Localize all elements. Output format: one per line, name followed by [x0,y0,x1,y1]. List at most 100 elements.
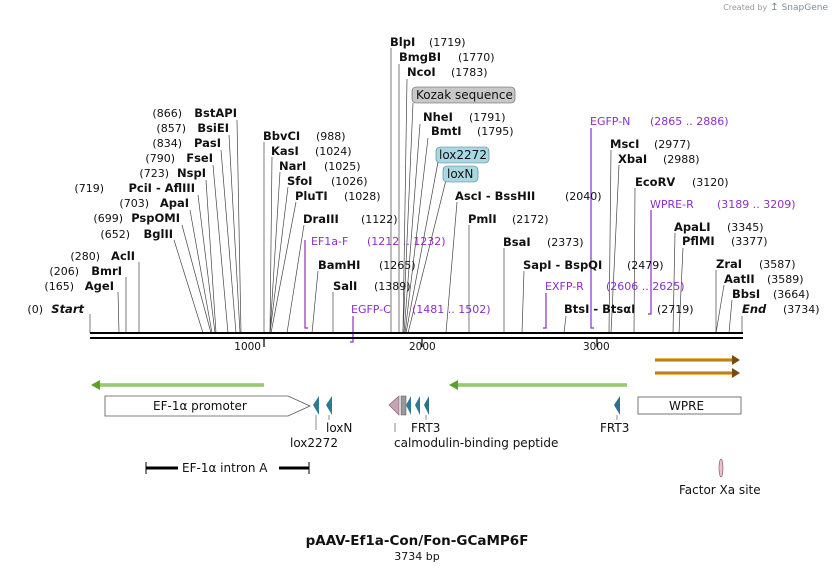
enzyme-psspomi-name: PspOMI [131,211,180,225]
enzyme-bstapi-pos: (866) [152,107,182,120]
wprer-primer-marker [648,210,652,315]
loxn-box-label: loxN [447,167,473,181]
intron-a-line [145,462,310,474]
enzyme-bmti-pos: (1795) [477,125,514,138]
enzyme-asci-pos: (2040) [565,190,602,203]
enzyme-pcii-name: PciI - AflIII [128,181,195,195]
loxn-site-icon-2 [406,396,411,415]
loxn-box [442,165,479,183]
plasmid-length: 3734 bp [394,550,439,563]
lox2272-label: lox2272 [290,436,338,450]
enzyme-sali-name: SalI [333,279,357,293]
snapgene-logo-text: SnapGene [781,2,828,13]
ef1a-promoter-label: EF-1α promoter [153,399,247,413]
snapgene-logo-icon: ↥ [770,2,779,13]
enzyme-bamhi-name: BamHI [318,258,360,272]
enzyme-kasi-pos: (1024) [315,145,352,158]
egfpc-primer-range: (1481 .. 1502) [412,303,491,316]
enzyme-bbsi-name: BbsI [732,287,760,301]
calmodulin-label: calmodulin-binding peptide [394,436,558,450]
enzyme-psspomi-pos: (699) [93,212,123,225]
enzyme-pmli-name: PmlI [468,212,497,226]
enzyme-bmri-pos: (206) [49,265,79,278]
enzyme-pasi-pos: (834) [152,137,182,150]
enzyme-pfimi-name: PflMI [682,234,715,248]
enzyme-blpi-name: BlpI [390,35,415,49]
enzyme-bsiei-name: BsiEI [197,121,229,135]
enzyme-sapi-name: SapI - BspQI [523,258,602,272]
site-lines [89,48,743,334]
enzyme-apai-name: ApaI [160,196,189,210]
wpre-orf-arrow-1 [655,355,740,365]
enzyme-bamhi-pos: (1265) [379,259,416,272]
enzyme-zrai-name: ZraI [716,257,742,271]
start-pos: (0) [27,303,43,316]
enzyme-ncoi-name: NcoI [407,65,436,79]
orf-arrow-middle [449,380,627,390]
axis-ticks: 1000 2000 3000 [234,338,610,353]
tick-label-2000: 2000 [409,341,436,353]
enzyme-bbvci-pos: (988) [316,130,346,143]
start-label: Start [51,302,84,316]
enzyme-agei-name: AgeI [85,279,114,293]
wprer-primer-name: WPRE-R [650,198,694,211]
enzyme-fsei-pos: (790) [145,152,175,165]
enzyme-pfimi-pos: (3377) [731,235,768,248]
enzyme-fsei-name: FseI [186,151,213,165]
enzyme-bglii-name: BglII [144,227,174,241]
enzyme-bstapi-name: BstAPI [194,106,237,120]
ef1af-primer-range: (1212 .. 1232) [367,235,446,248]
enzyme-bbsi-pos: (3664) [773,288,810,301]
enzyme-blpi-pos: (1719) [429,36,466,49]
enzyme-zrai-pos: (3587) [759,258,796,271]
enzyme-draiii-name: DraIII [303,212,339,226]
enzyme-pasi-name: PasI [194,136,221,150]
enzyme-pcii-pos: (719) [74,182,104,195]
enzyme-agei-pos: (165) [44,280,74,293]
enzyme-apali-name: ApaLI [674,220,711,234]
wpre-box [637,396,742,415]
enzyme-acli-pos: (280) [70,250,100,263]
exfpr-primer-range: (2606 .. 2625) [606,280,685,293]
enzyme-ecorv-pos: (3120) [692,176,729,189]
exfpr-primer-marker [543,293,547,329]
lox2272-box [435,146,490,164]
frt3-label-2: FRT3 [600,421,629,435]
egfpc-primer-marker [350,316,354,343]
enzyme-labels: BlpI (1719) BmgBI (1770) NcoI (1783) Nhe… [27,35,819,316]
enzyme-apai-pos: (703) [119,197,149,210]
backbone [90,332,743,339]
enzyme-aatii-name: AatII [724,272,755,286]
enzyme-xbai-name: XbaI [618,152,647,166]
enzyme-pluti-name: PluTI [295,189,328,203]
enzyme-acli-name: AclI [111,249,135,263]
loxn-label: loxN [326,421,352,435]
calmodulin-peptide-icon [388,395,400,416]
enzyme-btsi-pos: (2719) [657,303,694,316]
wprer-primer-range: (3189 .. 3209) [717,198,796,211]
orf-arrows [91,355,740,390]
enzyme-pluti-pos: (1028) [344,190,381,203]
enzyme-pmli-pos: (2172) [512,213,549,226]
enzyme-apali-pos: (3345) [727,221,764,234]
enzyme-nari-name: NarI [279,159,306,173]
loxn-site-icon [326,396,332,415]
enzyme-asci-name: AscI - BssHII [455,189,535,203]
egfpc-primer-name: EGFP-C [351,303,391,316]
created-by-text: Created by [723,3,768,12]
enzyme-bmti-name: BmtI [431,124,462,138]
ef1af-primer-name: EF1a-F [311,235,348,248]
enzyme-nspi-pos: (723) [139,167,169,180]
egfpn-primer-range: (2865 .. 2886) [650,115,729,128]
factor-xa-site-icon [718,458,724,478]
primer-markers [304,128,652,343]
tick-label-1000: 1000 [234,341,261,353]
egfpn-primer-name: EGFP-N [590,115,630,128]
intron-a-label: EF-1α intron A [182,461,268,475]
enzyme-bmgbi-name: BmgBI [399,50,441,64]
wpre-orf-arrow-2 [655,368,740,378]
enzyme-bmri-name: BmrI [91,264,122,278]
enzyme-bbvci-name: BbvCI [263,129,300,143]
lox2272-site-icon-2 [415,396,420,415]
end-pos: (3734) [783,303,820,316]
